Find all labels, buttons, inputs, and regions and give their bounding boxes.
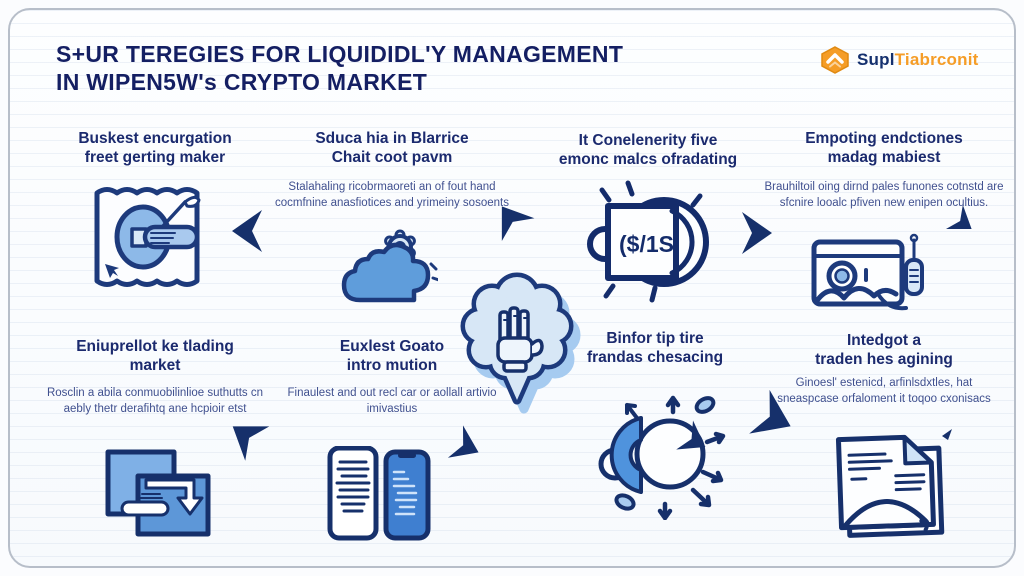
hexagon-logo-icon (820, 46, 850, 74)
page-title: S+UR TEREGIES FOR LIQUIDIDL'Y MANAGEMENT… (56, 40, 706, 96)
arrow-right-down-large-icon (744, 386, 806, 452)
cloud-gear-icon (338, 228, 438, 310)
page-title-line1: S+UR TEREGIES FOR LIQUIDIDL'Y MANAGEMENT (56, 41, 624, 67)
coin-icon: ($/1S (572, 178, 712, 308)
arrow-small-right-icon (943, 202, 983, 244)
arrow-left-icon (228, 208, 266, 254)
brand-name-suffix: Tiabrconit (894, 50, 979, 69)
arrow-left-down-icon (216, 405, 274, 464)
phones-icon (324, 446, 439, 541)
document-icon (822, 428, 957, 540)
page-title-line2: IN WIPEN5W's CRYPTO MARKET (56, 69, 428, 96)
item-6-body: Finaulest and out recl car or aollall ar… (287, 387, 497, 415)
item-4-body: Brauhiltoil oing dirnd pales funones cot… (764, 181, 1004, 209)
machine-icon (808, 232, 928, 324)
brain-hand-icon (450, 258, 585, 418)
overlapping-windows-icon (98, 446, 218, 541)
item-8-body: Ginoesl' estenicd, arfinlsdxtles, hat sn… (777, 377, 991, 405)
brand-logo: SuplTiabrconit (820, 46, 979, 74)
pie-sun-icon (585, 392, 735, 520)
arrow-right-down-small-icon (673, 417, 718, 464)
arrow-right-icon (738, 210, 776, 256)
item-5-body: Rosclin a abila conmuobilinlioe suthutts… (46, 387, 264, 415)
brand-name-prefix: Supl (857, 50, 895, 69)
dartboard-icon (85, 180, 215, 295)
arrow-downleft-icon (482, 191, 539, 246)
arrow-center-right-icon (444, 422, 490, 471)
item-2-body: Stalahaling ricobrmaoreti an of fout han… (275, 181, 509, 209)
coin-label: ($/1S (619, 231, 674, 257)
